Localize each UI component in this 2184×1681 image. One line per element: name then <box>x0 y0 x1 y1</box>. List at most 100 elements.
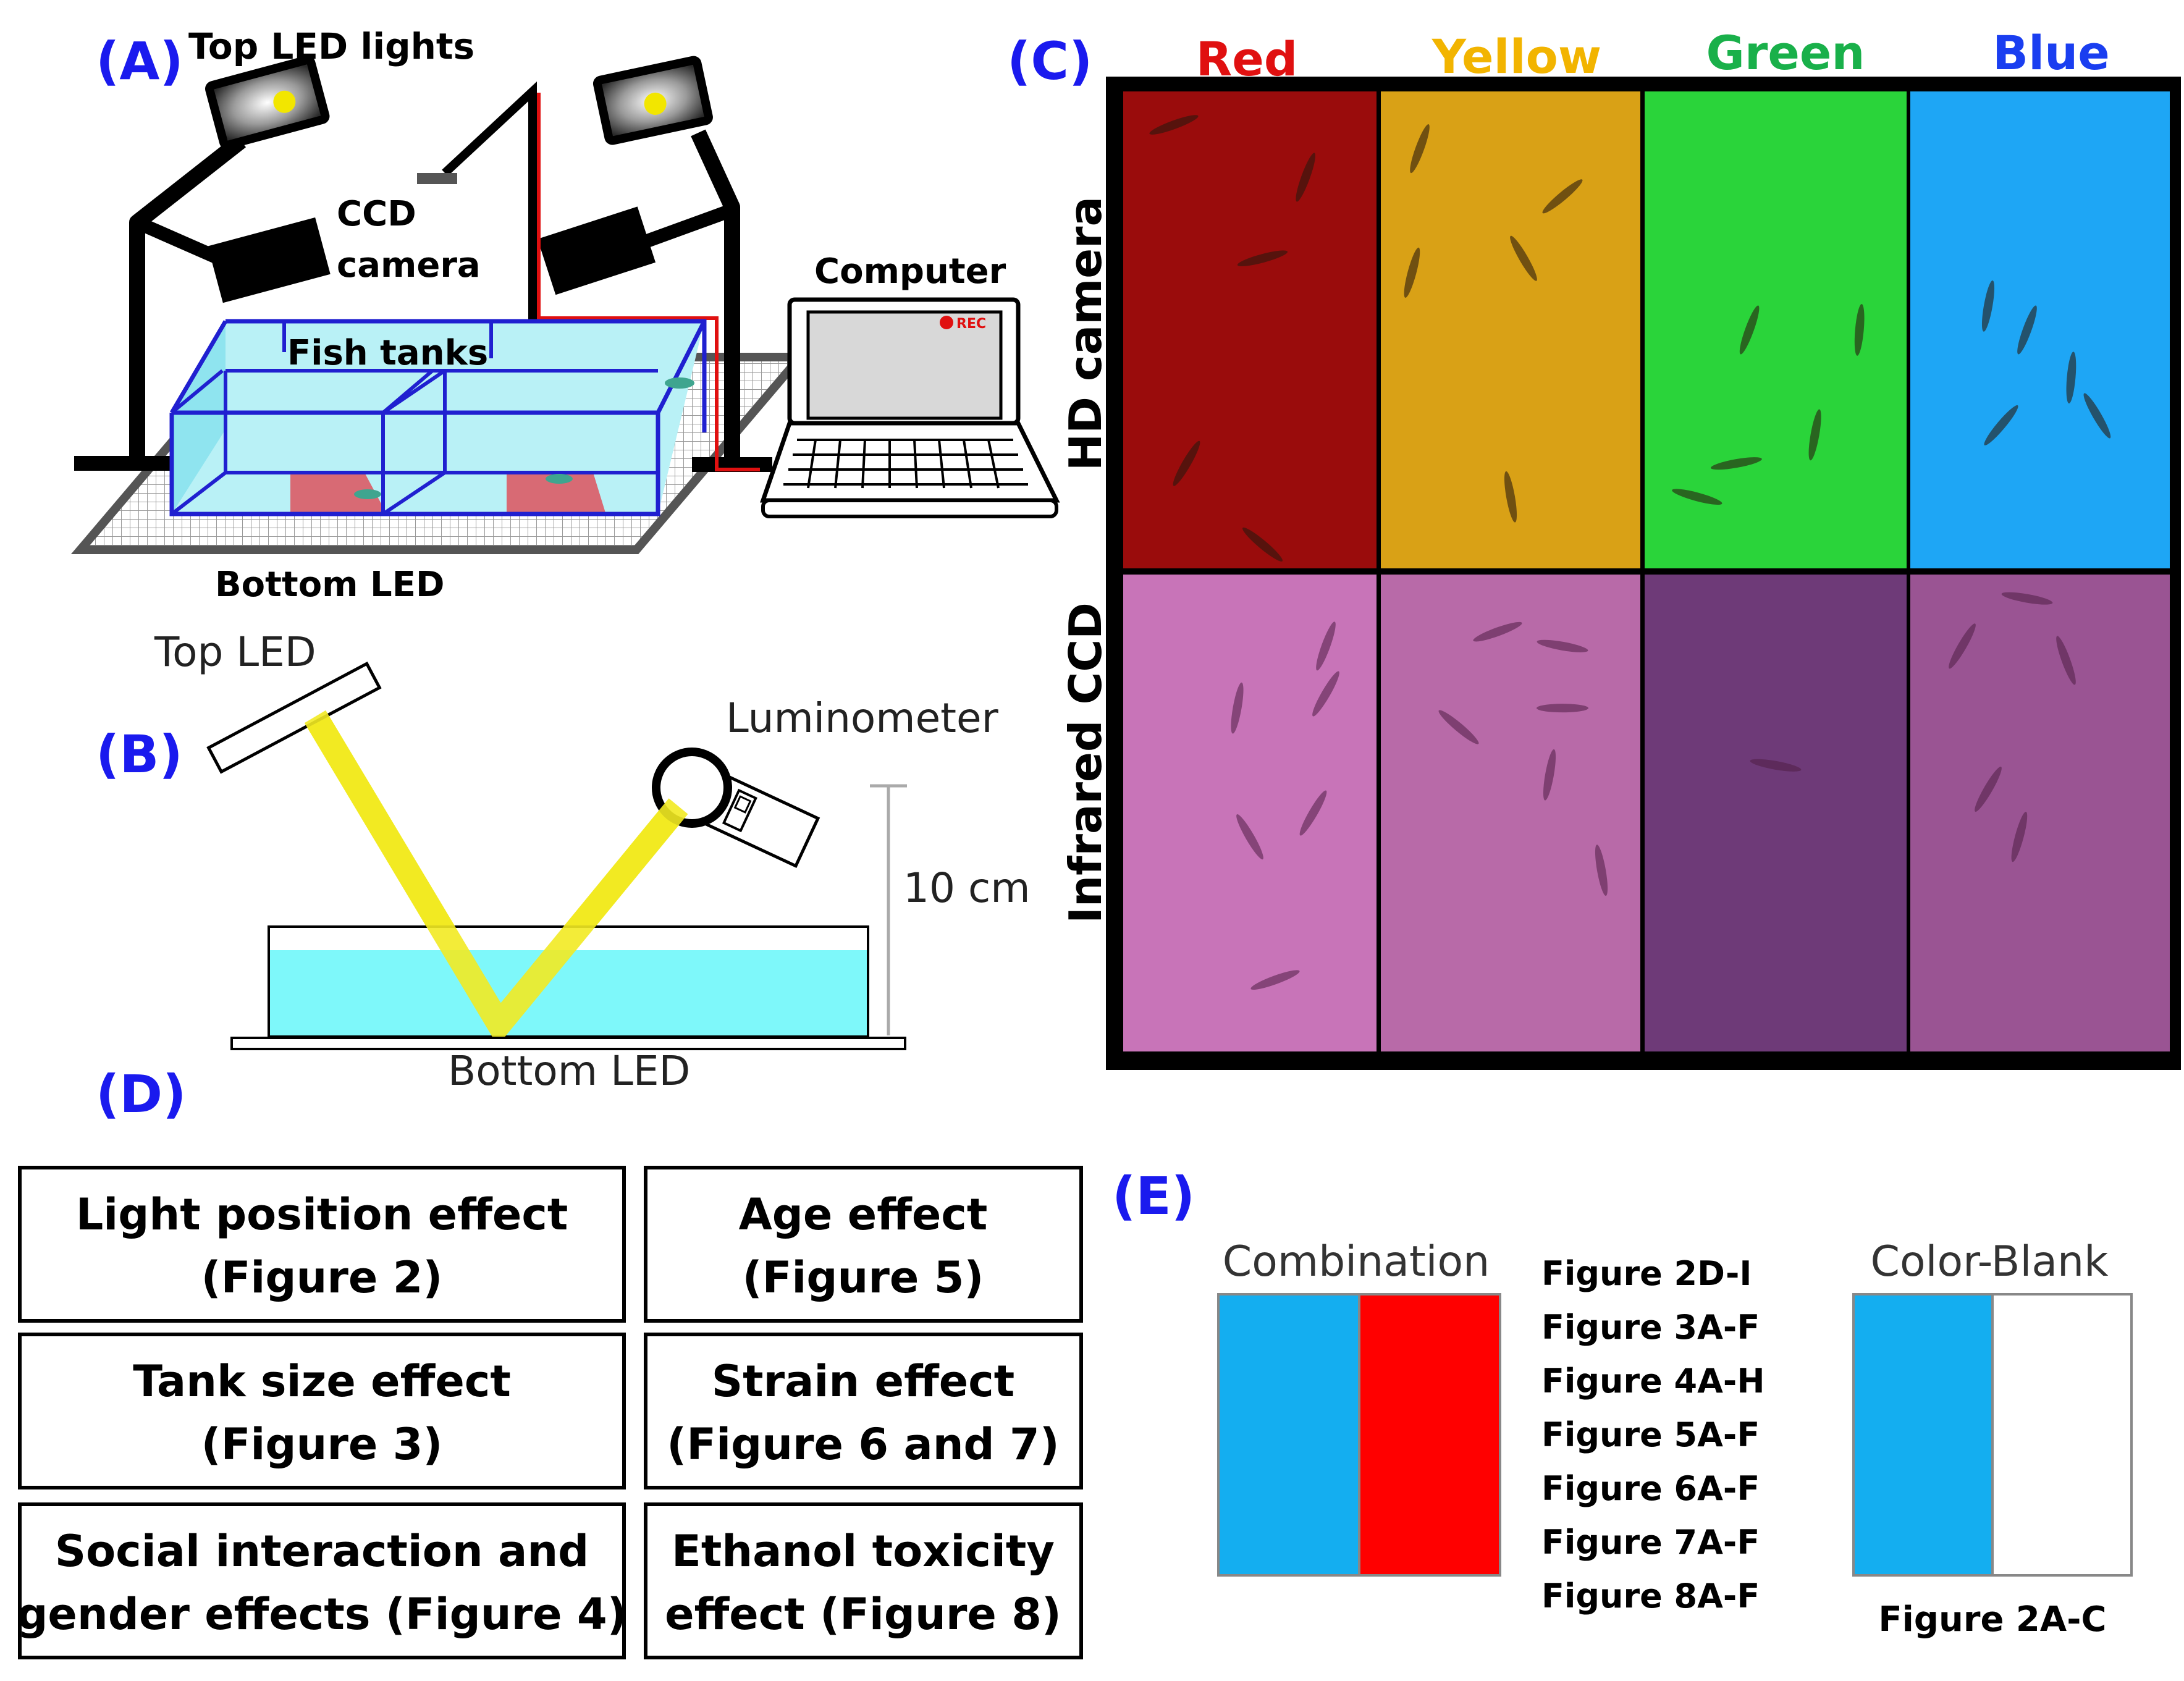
combination-title: Combination <box>1223 1237 1490 1286</box>
infrared-ccd-yellow-cell <box>1381 575 1640 1051</box>
fish-silhouette <box>1404 247 1420 298</box>
fish-silhouette <box>1242 527 1283 562</box>
fish-silhouette <box>1854 304 1865 356</box>
fish-silhouette <box>1296 153 1315 202</box>
panel-b-label: (B) <box>96 724 183 785</box>
fish-silhouette <box>1537 704 1588 713</box>
box-light-position-line1: Light position effect <box>76 1189 568 1240</box>
row-label-infrared-ccd: Infrared CCD <box>1060 602 1111 924</box>
bottom-led-label-b: Bottom LED <box>448 1047 690 1095</box>
box-social-gender-line1: Social interaction and <box>55 1526 589 1577</box>
fish-silhouette <box>2011 811 2028 862</box>
bottom-led-base <box>230 1037 906 1050</box>
fish-silhouette <box>2066 352 2076 404</box>
hd-camera-blue-cell <box>1910 91 2170 568</box>
fish-silhouette <box>1543 749 1556 801</box>
fish-silhouette <box>2083 393 2111 439</box>
fish-silhouette <box>1149 115 1199 135</box>
box-social-gender <box>18 1502 626 1659</box>
fish-silhouette <box>1250 970 1300 990</box>
figure-list-item: Figure 5A-F <box>1541 1415 1760 1454</box>
fish-silhouette <box>1473 621 1522 642</box>
top-led-lamp-left <box>205 55 330 150</box>
fish-silhouette <box>1438 710 1479 744</box>
box-age-line1: Age effect <box>739 1189 988 1240</box>
fish-silhouette <box>1510 235 1537 281</box>
fish-silhouette <box>1410 124 1430 174</box>
figure-list-item: Figure 8A-F <box>1541 1577 1760 1616</box>
color-blank-title: Color-Blank <box>1871 1237 2109 1286</box>
combination-cyan-block <box>1217 1293 1360 1577</box>
panel-c: (C) Red Yellow Green Blue HD camera Infr… <box>1007 25 2181 1070</box>
fish-silhouette <box>1237 250 1288 267</box>
box-ethanol-line2: effect (Figure 8) <box>665 1589 1061 1640</box>
top-led-lamp-right <box>592 56 713 145</box>
luminometer-label: Luminometer <box>726 694 999 742</box>
distance-scale <box>870 784 907 1035</box>
infrared-ccd-green-cell <box>1645 575 1907 1051</box>
box-tank-size <box>18 1333 626 1489</box>
combination-red-block <box>1358 1293 1501 1577</box>
ccd-label-line2: camera <box>337 245 481 285</box>
cable-to-computer <box>539 316 760 471</box>
box-ethanol-line1: Ethanol toxicity <box>672 1526 1055 1577</box>
fish-silhouette <box>1316 621 1336 671</box>
fish-silhouette <box>1984 405 2018 445</box>
box-age-line2: (Figure 5) <box>743 1252 984 1303</box>
fish-silhouette <box>1750 759 1802 772</box>
computer-label: Computer <box>814 251 1006 292</box>
panel-d-label: (D) <box>96 1064 187 1124</box>
row-label-hd-camera: HD camera <box>1060 196 1111 471</box>
fish-tanks-label: Fish tanks <box>287 333 488 373</box>
panel-d: (D) Light position effect (Figure 2) Age… <box>17 1064 1083 1659</box>
color-blank-white-block <box>1991 1293 2133 1577</box>
blank-figure-label: Figure 2A-C <box>1878 1599 2106 1640</box>
computer-illustration: REC <box>760 297 1060 518</box>
top-led-lights-label: Top LED lights <box>188 25 474 67</box>
panel-c-label: (C) <box>1007 31 1092 91</box>
fish-silhouette <box>1231 682 1244 734</box>
fish-silhouette <box>1173 440 1200 486</box>
box-light-position-line2: (Figure 2) <box>201 1252 443 1303</box>
fish-silhouette <box>1672 489 1722 505</box>
fish-silhouette <box>1312 671 1339 717</box>
fish-silhouette <box>1542 179 1583 214</box>
box-strain-line1: Strain effect <box>712 1356 1014 1407</box>
water <box>270 950 867 1035</box>
top-led-plate <box>206 661 382 774</box>
hd-camera-red-cell <box>1123 91 1377 568</box>
infrared-ccd-blue-cell <box>1910 575 2170 1051</box>
fish-silhouette <box>1537 639 1588 652</box>
ccd-camera-left <box>208 217 331 303</box>
fish-silhouette <box>1975 766 2002 812</box>
column-label-yellow: Yellow <box>1431 29 1601 84</box>
ccd-label-line1: CCD <box>337 194 416 234</box>
panel-b: (B) Top LED Luminometer Bottom LED 10 cm <box>96 628 1031 1095</box>
panel-e-label: (E) <box>1112 1166 1195 1226</box>
ccd-camera-right <box>538 206 656 295</box>
figure-list-item: Figure 2D-I <box>1541 1254 1752 1293</box>
fish-silhouette <box>1711 457 1762 470</box>
panel-a-label: (A) <box>96 31 183 91</box>
fish-silhouette <box>1299 790 1327 836</box>
fish-silhouette <box>2056 636 2076 685</box>
fish-silhouette <box>1595 845 1608 896</box>
box-social-gender-line2: gender effects (Figure 4) <box>17 1589 626 1640</box>
fish-silhouette <box>1236 814 1263 860</box>
right-lamp-stand <box>691 129 740 470</box>
box-tank-size-line2: (Figure 3) <box>201 1419 443 1470</box>
box-light-position <box>18 1166 626 1323</box>
column-label-red: Red <box>1196 32 1297 86</box>
infrared-ccd-red-cell <box>1123 575 1377 1051</box>
distance-label: 10 cm <box>903 864 1031 912</box>
box-ethanol <box>644 1502 1083 1659</box>
bottom-led-label-a: Bottom LED <box>215 565 444 605</box>
panel-a: (A) Top LED lights CCD cam <box>70 25 1060 605</box>
figure-list-item: Figure 6A-F <box>1541 1469 1760 1508</box>
fish-silhouette <box>1504 471 1517 523</box>
fish-silhouette <box>1739 305 1760 355</box>
box-strain <box>644 1333 1083 1489</box>
fish-silhouette <box>1981 280 1995 332</box>
